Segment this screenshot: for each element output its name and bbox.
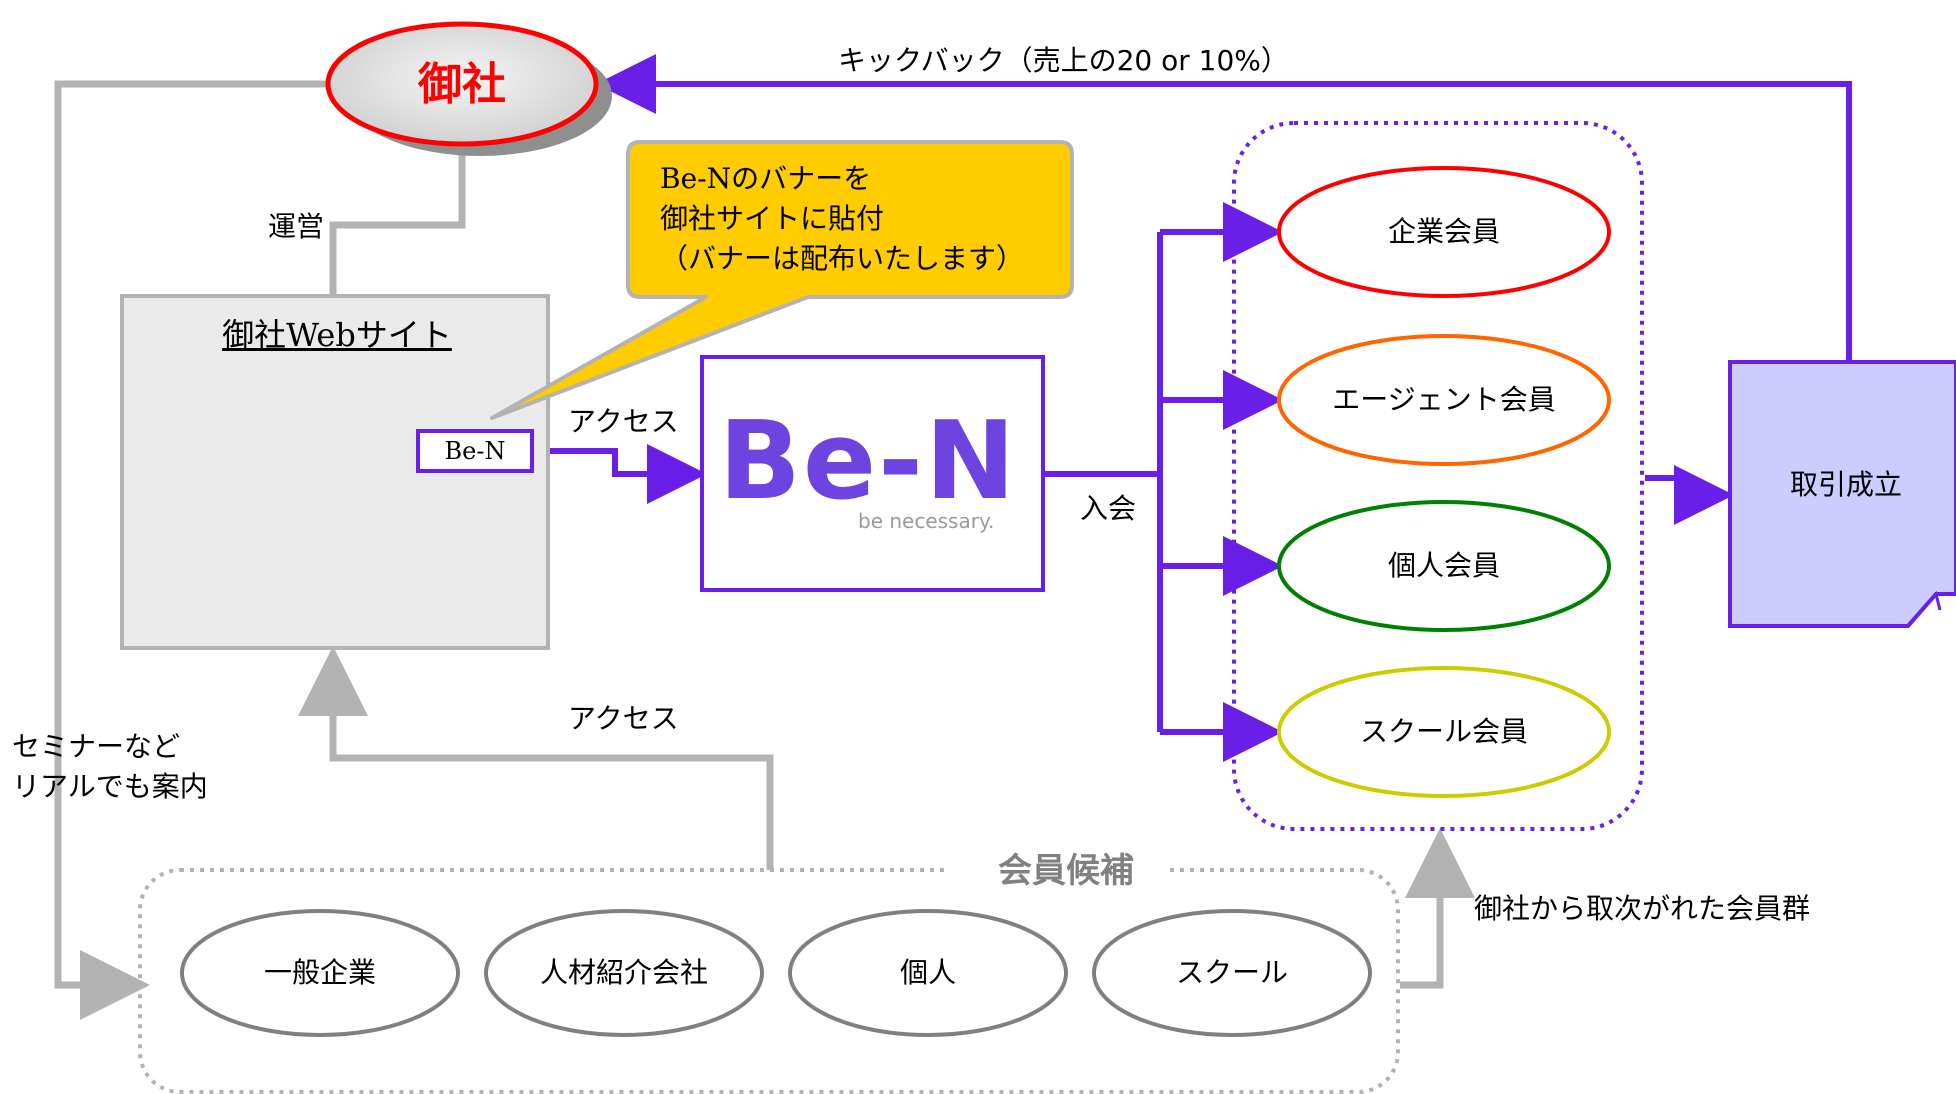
company-to-website-line bbox=[329, 150, 466, 296]
access-label-banner: アクセス bbox=[568, 405, 679, 438]
member-oval-school[interactable] bbox=[1277, 666, 1611, 798]
ben-logo-box[interactable] bbox=[700, 355, 1045, 592]
company-to-candidates-line bbox=[54, 80, 330, 1020]
candidates-to-members-arrow bbox=[1400, 828, 1475, 989]
candidates-title-gap bbox=[950, 850, 1170, 890]
member-label-corporate: 企業会員 bbox=[1387, 215, 1501, 248]
ben-logo-text: Be-N bbox=[718, 399, 1018, 524]
website-title: 御社Webサイト bbox=[222, 316, 452, 354]
candidate-oval-2[interactable] bbox=[484, 909, 764, 1037]
company-oval[interactable] bbox=[325, 21, 599, 147]
candidate-label-1: 一般企業 bbox=[263, 956, 377, 989]
ben-join-trunk bbox=[1043, 232, 1163, 732]
member-label-agent: エージェント会員 bbox=[1332, 383, 1556, 416]
candidate-label-4: スクール bbox=[1175, 956, 1289, 989]
company-label: 御社 bbox=[418, 59, 506, 110]
seminar-line-1: セミナーなど bbox=[12, 730, 181, 763]
candidates-group bbox=[138, 868, 1400, 1094]
candidates-title: 会員候補 bbox=[998, 851, 1134, 891]
member-oval-corporate[interactable] bbox=[1277, 166, 1611, 298]
ben-tagline: be necessary. bbox=[858, 509, 995, 533]
candidates-to-website-arrow bbox=[298, 646, 774, 870]
access-label-candidates: アクセス bbox=[568, 702, 679, 735]
seminar-line-2: リアルでも案内 bbox=[12, 770, 208, 803]
callout-bubble bbox=[490, 140, 1074, 420]
banner-to-ben-arrow bbox=[532, 444, 707, 504]
referred-label: 御社から取次がれた会員群 bbox=[1474, 892, 1811, 925]
ben-banner[interactable] bbox=[416, 429, 534, 473]
candidate-oval-1[interactable] bbox=[180, 909, 460, 1037]
candidate-label-3: 個人 bbox=[899, 956, 957, 989]
ben-banner-label: Be-N bbox=[444, 437, 506, 465]
candidate-label-2: 人材紹介会社 bbox=[539, 956, 709, 989]
members-to-deal-arrow bbox=[1645, 465, 1734, 525]
candidate-oval-3[interactable] bbox=[788, 909, 1068, 1037]
member-oval-agent[interactable] bbox=[1277, 334, 1611, 466]
operated-label: 運営 bbox=[268, 210, 325, 243]
callout-line-3: （バナーは配布いたします） bbox=[660, 242, 1025, 275]
deal-label: 取引成立 bbox=[1789, 468, 1903, 501]
members-group bbox=[1232, 121, 1644, 831]
member-oval-individual[interactable] bbox=[1277, 500, 1611, 632]
member-label-school: スクール会員 bbox=[1359, 715, 1529, 748]
deal-document-fold bbox=[1906, 590, 1942, 627]
candidate-oval-4[interactable] bbox=[1092, 909, 1372, 1037]
callout-line-2: 御社サイトに貼付 bbox=[660, 202, 885, 235]
callout-line-1: Be-Nのバナーを bbox=[660, 162, 872, 195]
kickback-label: キックバック（売上の20 or 10%） bbox=[838, 44, 1289, 77]
join-label: 入会 bbox=[1080, 492, 1137, 525]
member-label-individual: 個人会員 bbox=[1387, 549, 1501, 582]
kickback-arrow bbox=[596, 54, 1852, 362]
